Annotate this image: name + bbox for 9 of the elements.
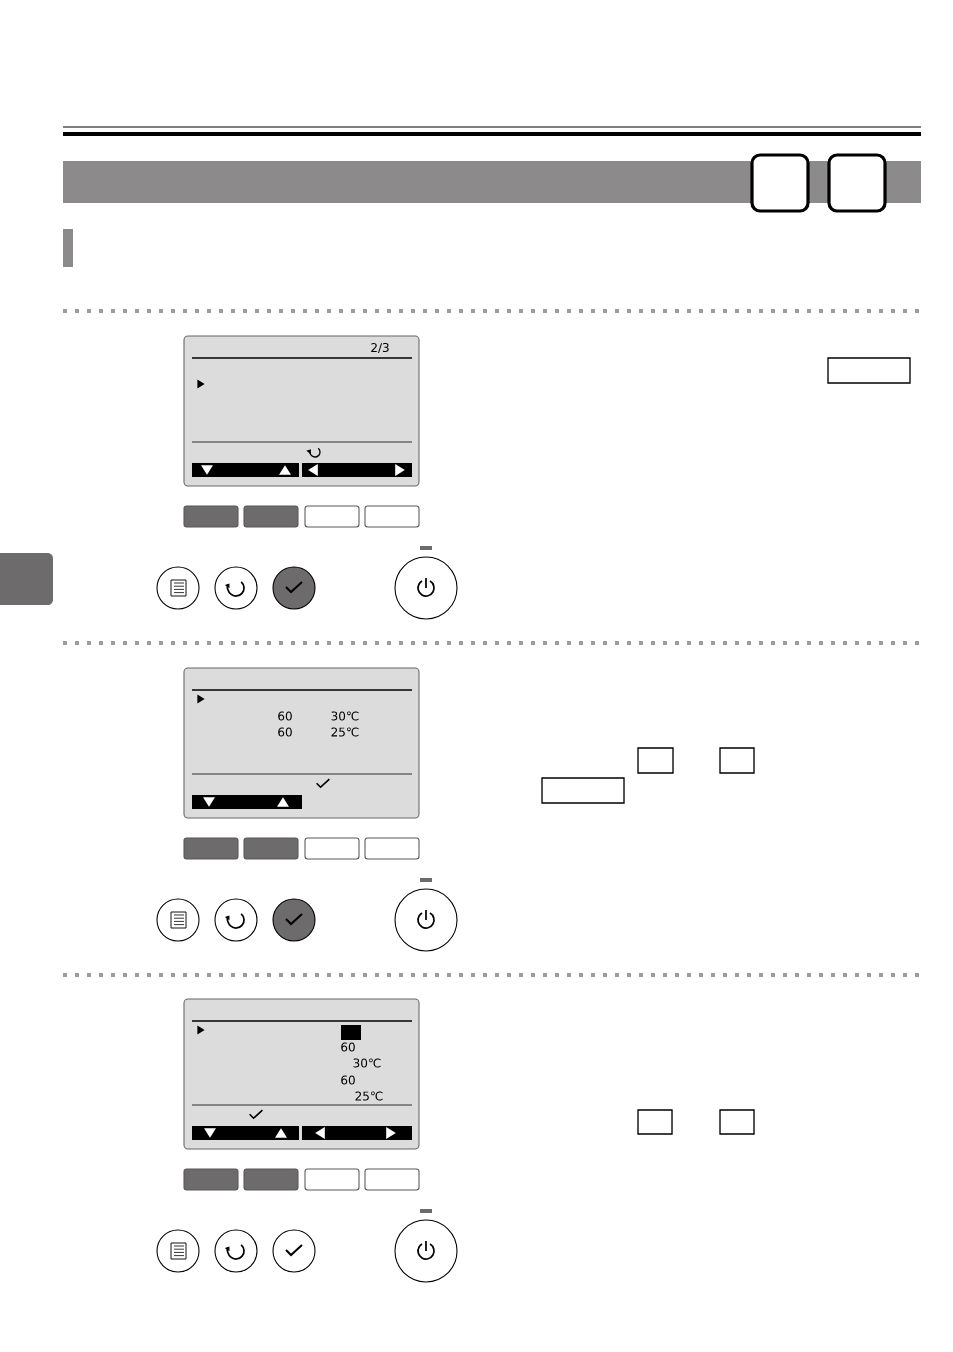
screen-text: 60 — [341, 1075, 355, 1085]
screen-text: 30℃ — [353, 1058, 381, 1068]
screen-text: 30℃ — [331, 711, 359, 721]
screen-text: 2/3 — [371, 343, 389, 353]
screen-text: 60 — [278, 711, 292, 721]
screen-text: 60 — [341, 1042, 355, 1052]
screen-text: 60 — [278, 727, 292, 737]
screen-text: 25℃ — [355, 1091, 383, 1101]
screen-text: 25℃ — [331, 727, 359, 737]
